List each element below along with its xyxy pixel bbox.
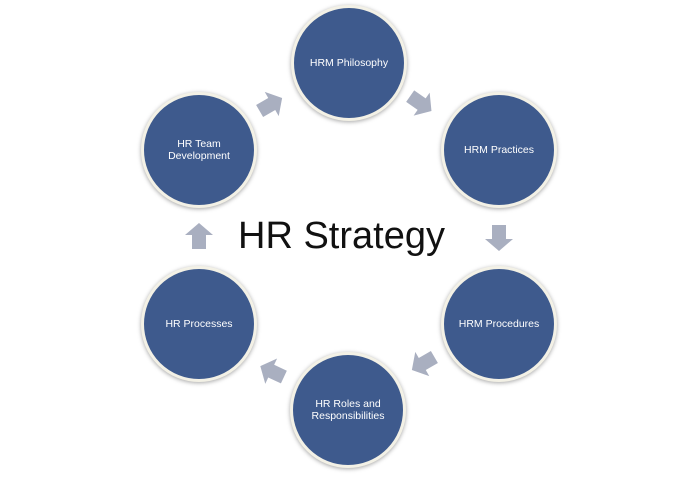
node-hrm-practices: HRM Practices [441,92,557,208]
node-hr-processes: HR Processes [141,266,257,382]
arrow-icon [254,353,290,390]
node-hrm-procedures: HRM Procedures [441,266,557,382]
node-hrm-philosophy: HRM Philosophy [291,5,407,121]
diagram-title: HR Strategy [238,215,445,257]
arrow-icon [185,223,213,249]
arrow-icon [404,344,442,383]
arrow-icon [485,225,513,251]
arrow-icon [252,85,290,124]
node-hr-roles: HR Roles and Responsibilities [290,352,406,468]
arrow-icon [402,84,440,123]
node-hr-team-development: HR Team Development [141,92,257,208]
